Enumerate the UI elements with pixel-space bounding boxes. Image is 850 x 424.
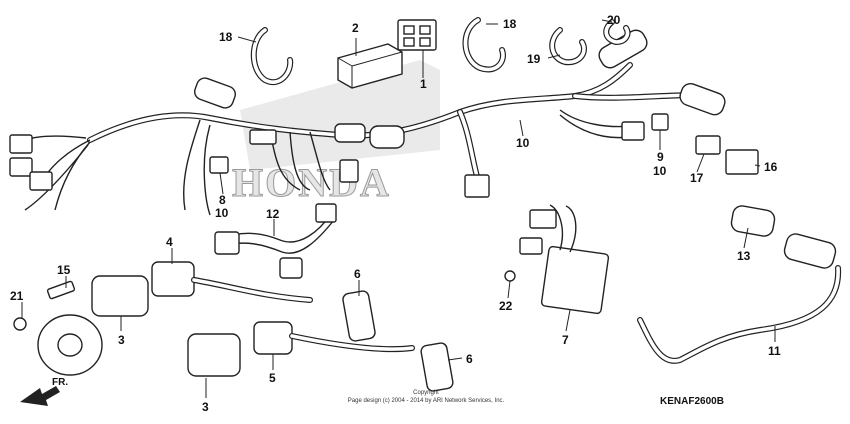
callout-7: 7 [562, 333, 569, 347]
svg-text:HONDA: HONDA [232, 160, 391, 205]
ignition-coil-front [91, 261, 313, 317]
diagram-code: KENAF2600B [660, 396, 724, 407]
callout-10-left: 10 [215, 206, 229, 220]
sub-harness [214, 203, 337, 279]
callout-17: 17 [690, 171, 704, 185]
callout-6-bottom: 6 [466, 352, 473, 366]
horn [13, 280, 103, 376]
regulator-rectifier [504, 204, 610, 315]
copyright-line-1: Copyright [413, 390, 439, 396]
callout-22: 22 [499, 299, 513, 313]
callout-10-right: 10 [653, 164, 667, 178]
alternator-wire [637, 205, 842, 364]
callout-16: 16 [764, 160, 778, 174]
callout-4: 4 [166, 235, 173, 249]
callout-20: 20 [607, 13, 621, 27]
callout-15: 15 [57, 263, 71, 277]
front-direction-indicator: FR. [20, 377, 68, 406]
main-wire-harness [9, 29, 726, 216]
callout-10-center: 10 [516, 136, 530, 150]
callout-2: 2 [352, 21, 359, 35]
front-arrow-icon [20, 386, 60, 406]
callout-6-top: 6 [354, 267, 361, 281]
callout-12: 12 [266, 207, 280, 221]
callout-5: 5 [269, 371, 276, 385]
relays [209, 113, 759, 175]
band-clamps [250, 17, 631, 85]
callout-8: 8 [219, 193, 226, 207]
callout-3-top: 3 [118, 333, 125, 347]
callout-1: 1 [420, 77, 427, 91]
callout-labels: 2 1 18 18 19 20 10 9 10 17 16 8 10 12 4 … [10, 13, 781, 414]
fuse-box [397, 19, 437, 51]
cdi-unit [337, 43, 403, 89]
callout-3-bottom: 3 [202, 400, 209, 414]
svg-text:FR.: FR. [52, 377, 68, 388]
callout-9: 9 [657, 150, 664, 164]
spark-plug-caps [342, 290, 454, 392]
copyright-line-2: Page design (c) 2004 - 2014 by ARI Netwo… [348, 398, 505, 404]
leader-lines [21, 19, 776, 398]
callout-11: 11 [768, 344, 781, 358]
ignition-coil-rear [187, 321, 415, 377]
callout-13: 13 [737, 249, 751, 263]
callout-18-left: 18 [219, 30, 233, 44]
callout-21: 21 [10, 289, 24, 303]
callout-18-right: 18 [503, 17, 517, 31]
callout-19: 19 [527, 52, 541, 66]
